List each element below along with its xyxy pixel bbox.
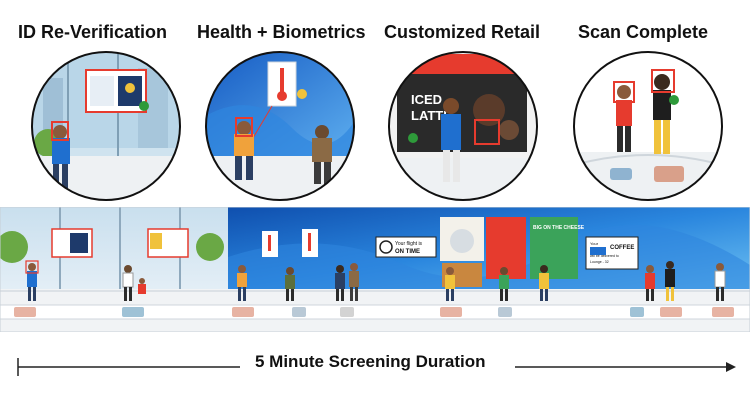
glass-window-section — [0, 207, 228, 289]
coffee-sign-line3: will be delivered to — [590, 254, 619, 258]
traveler-figures — [25, 260, 726, 301]
flight-sign-line2: ON TIME — [395, 249, 420, 255]
airport-corridor-panorama: Your flight is ON TIME BIG ON THE CHEESE… — [0, 207, 750, 332]
flight-sign-line1: Your flight is — [395, 241, 423, 247]
coffee-sign-line1: Your — [590, 241, 599, 246]
id-reverification-bubble — [31, 51, 181, 201]
stage-title-scan-complete: Scan Complete — [578, 22, 709, 42]
duration-label: 5 Minute Screening Duration — [255, 352, 486, 371]
luggage-on-belt — [14, 307, 734, 317]
customized-retail-bubble: ICED LATTE — [388, 51, 538, 201]
coffee-sign-line4: Lounge - 32 — [590, 260, 609, 264]
stage-title-health-biometrics: Health + Biometrics — [197, 22, 366, 42]
stage-title-id-reverification: ID Re-Verification — [18, 22, 168, 42]
stage-title-customized-retail: Customized Retail — [384, 22, 541, 42]
iced-text: ICED — [411, 92, 442, 107]
duration-arrow — [17, 358, 736, 376]
health-biometrics-bubble — [205, 51, 355, 201]
scan-complete-bubble — [573, 51, 723, 201]
flight-status-sign: Your flight is ON TIME — [375, 236, 437, 258]
burger-sign-text: BIG ON THE CHEESE — [533, 225, 585, 231]
coffee-sign-line2: COFFEE — [610, 245, 634, 251]
coffee-delivery-sign: Your COFFEE will be delivered to Lounge … — [585, 236, 639, 270]
screening-duration-timeline: 5 Minute Screening Duration — [0, 352, 750, 382]
